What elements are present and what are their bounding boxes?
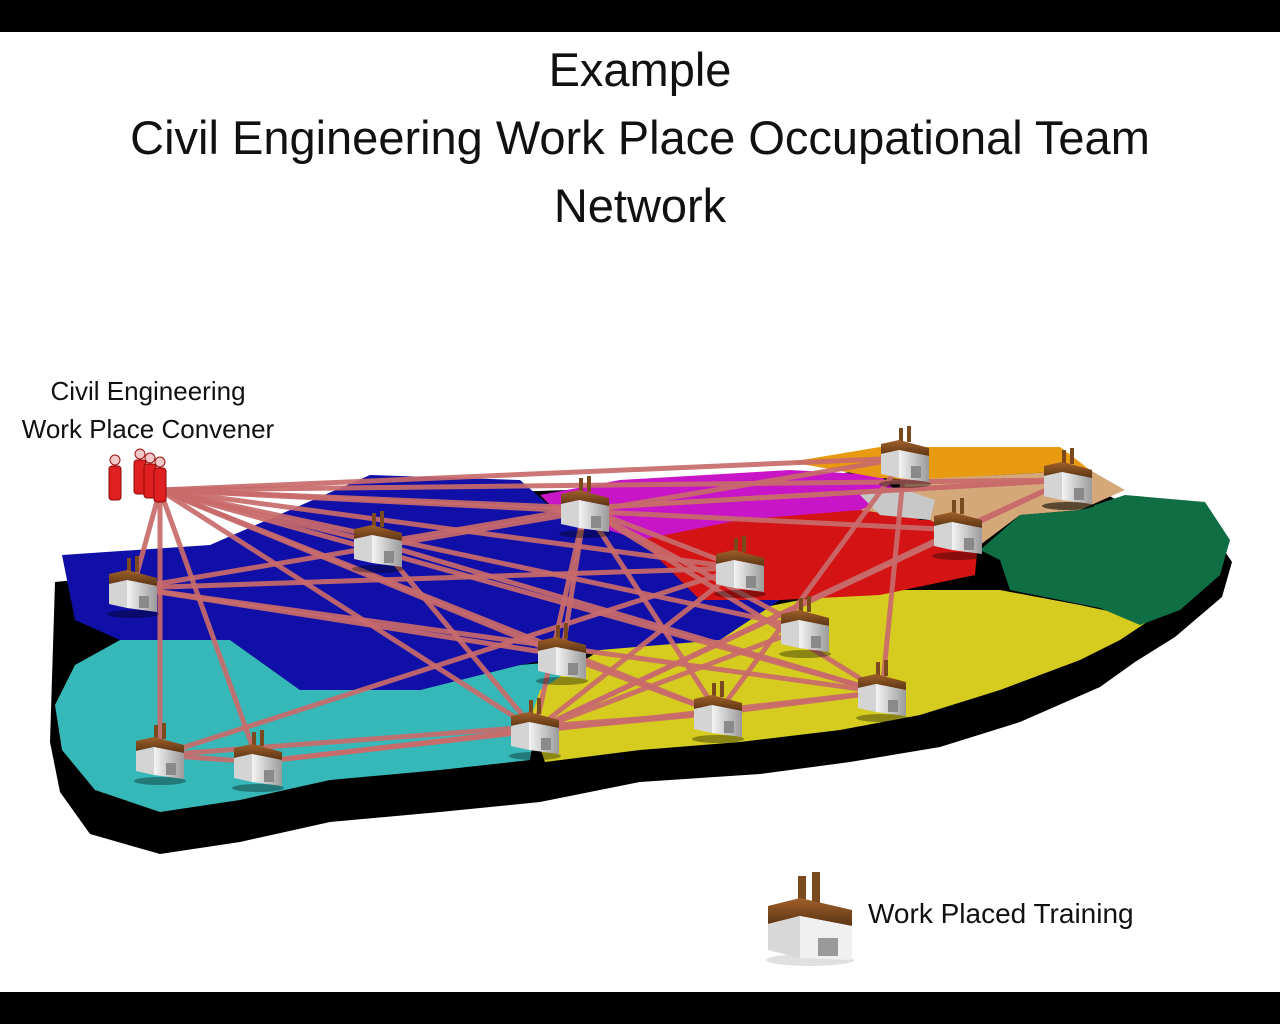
factory-icon [134, 723, 186, 785]
network-link [582, 506, 721, 715]
network-link [376, 541, 537, 732]
network-link [561, 652, 719, 716]
network-link [584, 505, 741, 571]
convener-label-line-2: Work Place Convener [21, 414, 275, 444]
network-link [159, 477, 1069, 493]
network-link [583, 505, 884, 695]
network-link [159, 565, 741, 758]
network-nodes [107, 426, 1094, 792]
factory-icon [932, 498, 984, 560]
region-magenta [540, 470, 900, 540]
people-group-icon [108, 448, 167, 503]
convener-label: Civil Engineering Work Place Convener [0, 372, 296, 448]
factory-icon [714, 536, 766, 598]
network-link [879, 457, 908, 693]
network-link [132, 455, 906, 591]
region-orange [790, 447, 1090, 480]
factory-icon [352, 511, 404, 573]
factory-icon [509, 698, 561, 760]
factory-icon [1042, 448, 1094, 510]
network-link [132, 585, 883, 695]
top-black-bar [0, 0, 1280, 32]
factory-icon [107, 556, 159, 618]
network-link [715, 456, 908, 715]
network-link [584, 477, 1069, 511]
network-link [377, 505, 586, 546]
factory-icon [856, 660, 908, 722]
network-link [159, 455, 906, 493]
title-line-1: Example [548, 43, 732, 96]
region-green [980, 495, 1230, 625]
network-link [257, 727, 536, 765]
network-link [132, 565, 741, 591]
network-link [157, 489, 261, 763]
network-link [532, 507, 588, 731]
network-link [158, 487, 537, 733]
bottom-black-bar [0, 992, 1280, 1024]
legend-label: Work Placed Training [868, 898, 1134, 929]
factory-icon [879, 426, 931, 488]
factory-icon [779, 596, 831, 658]
factory-icon [559, 476, 611, 538]
slide-title: Example Civil Engineering Work Place Occ… [0, 36, 1280, 240]
network-link [533, 527, 960, 733]
network-link [533, 566, 742, 732]
factory-icon [232, 730, 284, 792]
legend-factory-icon [766, 872, 854, 966]
network-link [159, 487, 806, 631]
network-link [377, 540, 883, 695]
factory-icon [692, 681, 744, 743]
title-line-3: Network [553, 179, 727, 232]
network-link [534, 625, 806, 733]
factory-icon [536, 623, 588, 685]
title-line-2: Civil Engineering Work Place Occupationa… [130, 111, 1150, 164]
convener-label-line-1: Civil Engineering [50, 376, 246, 406]
network-links [130, 455, 1070, 765]
